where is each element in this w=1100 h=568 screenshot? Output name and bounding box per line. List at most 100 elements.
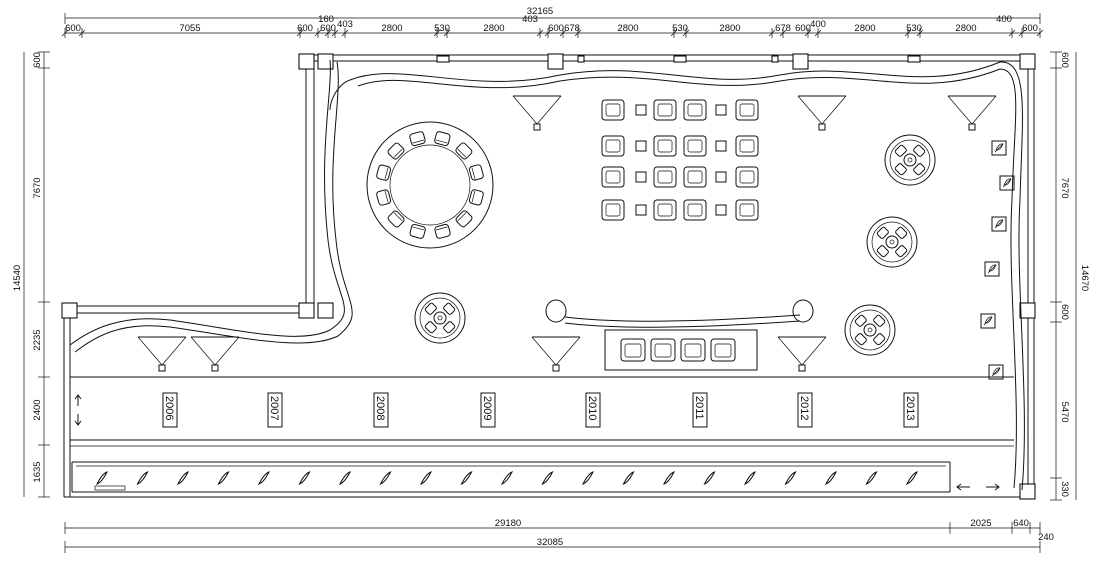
small-round-table [884,134,936,186]
dim-top-segment: 530 [906,23,922,34]
column [1019,483,1036,500]
side-table [715,171,727,183]
dim-top-segment: 160 [318,14,334,25]
leaf-decor [460,471,473,485]
leaf-decor [136,471,149,485]
side-table [635,204,647,216]
bottom-dimensions: 29180 2025 640 240 32085 [64,518,1054,553]
dim-right-600: 600 [1059,52,1070,68]
dim-bottom-640: 640 [1013,518,1029,529]
dim-top-segment: 678 [775,23,791,34]
chair [455,210,473,228]
dim-top-segment: 600 [297,23,313,34]
year-label: 2008 [374,396,386,420]
spotlight [190,336,240,372]
spotlight [531,336,581,372]
dim-top-segment: 400 [996,14,1012,25]
left-dimensions: 600 7670 14540 2235 2400 1635 [12,51,50,498]
round-meeting-table [366,121,494,249]
armchair [683,166,707,188]
dim-left-7670: 7670 [32,177,43,198]
side-table [635,171,647,183]
leaf-decor [784,471,797,485]
armchair [601,135,625,157]
dim-bottom-2025: 2025 [970,518,991,529]
dim-top-segment: 530 [434,23,450,34]
leaf-decor [581,471,595,485]
armchair [683,199,707,221]
dim-left-600: 600 [32,52,43,68]
leaf-decor [257,471,271,485]
column [547,53,564,70]
leaf-decor [662,471,676,485]
dim-top-segment: 403 [337,19,353,30]
year-plaque [797,392,813,428]
dim-top-segment: 400 [810,19,826,30]
column [317,302,334,319]
armchair [601,199,625,221]
column [317,53,334,70]
spotlight [777,336,827,372]
right-dimensions: 600 7670 14670 600 5470 330 [1050,51,1090,501]
dim-top-segment: 2800 [483,23,504,34]
dim-top-segment: 600 [548,23,564,34]
arrow-down-icon [74,414,82,426]
armchair [683,99,707,121]
chair [434,131,451,147]
leaf-decor [622,471,635,485]
year-label: 2012 [798,396,810,420]
year-label: 2009 [481,396,493,420]
dim-left-2235: 2235 [32,329,43,350]
side-table [715,104,727,116]
reception-bench [545,299,814,371]
column [298,53,315,70]
dim-bottom-240: 240 [1038,532,1054,543]
chair [468,164,484,181]
year-plaque [692,392,708,428]
dim-top-segment: 2800 [854,23,875,34]
year-label: 2007 [268,396,280,420]
dim-top-segment: 403 [522,14,538,25]
year-plaque [480,392,496,428]
column [1019,53,1036,70]
year-plaque [373,392,389,428]
column [1019,302,1036,319]
dim-left-1635: 1635 [32,461,43,482]
building-shell [61,53,1036,500]
column [298,302,315,319]
sofa-seating-grid [601,99,759,221]
small-round-tables [414,134,936,356]
column [792,53,809,70]
leaf-decor [865,471,878,485]
leaf-decor [703,471,716,485]
display-panel [991,216,1007,232]
arrow-up-icon [74,394,82,406]
dim-bottom-29180: 29180 [495,518,521,529]
small-round-table [414,292,466,344]
dim-right-7670: 7670 [1059,177,1070,198]
dim-top-segment: 2800 [617,23,638,34]
dim-bottom-total: 32085 [537,537,563,548]
wall-display-panels [980,140,1015,380]
dim-top-segment: 600 [320,23,336,34]
display-panel [988,364,1004,380]
side-table [635,140,647,152]
arrow-right-icon [986,483,1000,491]
dim-top-segment: 530 [672,23,688,34]
leaf-decor [541,471,554,485]
armchair [653,99,677,121]
dim-top-segment: 600 [65,23,81,34]
spotlight [512,95,562,131]
display-panel [984,261,1000,277]
side-table [715,204,727,216]
leaf-decor [338,471,352,485]
bench-seat [680,338,706,362]
dim-right-14670: 14670 [1079,265,1090,291]
leaf-decor [379,471,392,485]
year-plaque [267,392,283,428]
side-table [635,104,647,116]
dim-top-segment: 600 [795,23,811,34]
